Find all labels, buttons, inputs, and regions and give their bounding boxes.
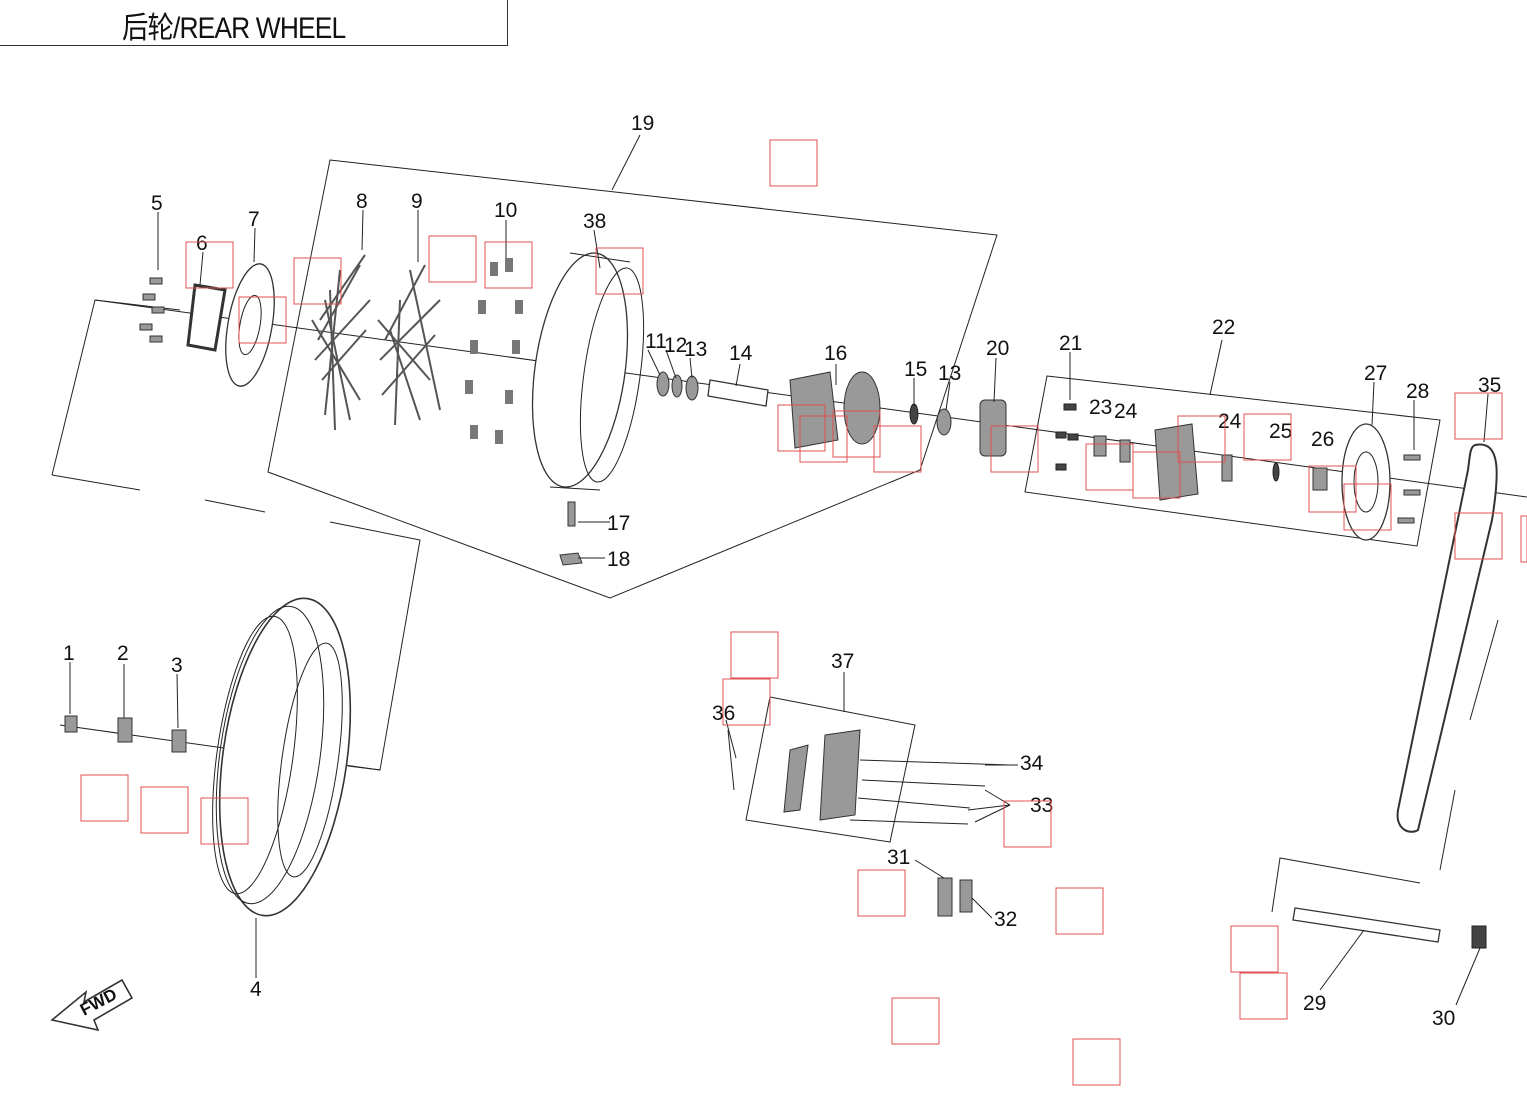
callout-14: 14	[729, 342, 753, 365]
rear-axle	[1292, 907, 1441, 943]
highlight-boxes	[80, 139, 1527, 1086]
callout-1: 1	[63, 642, 75, 665]
callout-11: 11	[645, 330, 667, 353]
caliper-group-outline	[745, 696, 916, 843]
callout-19: 19	[631, 112, 654, 135]
leader-lines	[69, 134, 1489, 1006]
callout-15: 15	[904, 358, 927, 381]
callout-12: 12	[664, 334, 687, 357]
balance-weight	[559, 552, 583, 566]
callout-38: 38	[583, 210, 606, 233]
callout-10: 10	[494, 199, 517, 222]
callout-7: 7	[248, 208, 260, 231]
callout-4: 4	[250, 978, 262, 1001]
callout-6: 6	[196, 232, 208, 255]
spacer-24b	[1221, 454, 1233, 482]
callout-13b: 13	[938, 362, 961, 385]
washer-2	[117, 717, 133, 743]
cush-drive	[979, 399, 1007, 457]
callout-18: 18	[607, 548, 630, 571]
belt-outline-b	[1439, 789, 1456, 871]
hub-16	[789, 371, 881, 449]
callout-16: 16	[824, 342, 847, 365]
sprocket-carrier	[1154, 423, 1199, 501]
page-title: 后轮/REAR WHEEL	[122, 12, 346, 45]
wheel-assembly-outline	[267, 159, 998, 599]
disc-adapter	[186, 283, 227, 352]
sprocket-hub-parts	[1055, 403, 1421, 541]
disc-bolts	[139, 277, 165, 343]
bearing-13b	[936, 408, 952, 436]
callout-5: 5	[151, 192, 163, 215]
tire-group-outline-seg	[204, 499, 266, 513]
valve-stem	[567, 501, 576, 527]
callout-37: 37	[831, 650, 854, 673]
callout-33: 33	[1030, 794, 1053, 817]
title-box: 后轮/REAR WHEEL	[0, 0, 508, 46]
callout-29: 29	[1303, 992, 1326, 1015]
seal-25	[1272, 462, 1280, 482]
callout-34: 34	[1020, 752, 1044, 775]
seal-15	[909, 403, 919, 425]
brake-caliper	[727, 729, 1011, 825]
spacer-24	[1119, 439, 1131, 463]
fwd-arrow-icon: FWD	[50, 978, 134, 1032]
callout-25: 25	[1269, 420, 1292, 443]
callout-21: 21	[1059, 332, 1082, 355]
callout-30: 30	[1432, 1007, 1455, 1030]
bearing-11	[656, 371, 670, 397]
belt-outline-a	[1469, 619, 1499, 721]
spoke-nipples	[465, 258, 523, 444]
axle-nut-30	[1471, 925, 1487, 949]
spokes-outer	[311, 254, 371, 431]
sprocket-group-outline	[1024, 375, 1441, 547]
callout-31: 31	[887, 846, 910, 869]
bushing-23	[1093, 435, 1107, 457]
callout-8: 8	[356, 190, 368, 213]
spokes-inner	[377, 264, 441, 426]
rear-sprocket	[1341, 423, 1391, 541]
collar-3	[171, 729, 187, 753]
callout-17: 17	[607, 512, 630, 535]
callout-27: 27	[1364, 362, 1387, 385]
rim	[531, 252, 645, 491]
tire-group-outline-left	[51, 474, 141, 491]
callout-36: 36	[712, 702, 735, 725]
bearing-13	[685, 375, 699, 401]
axle-nut	[64, 715, 78, 733]
callout-35: 35	[1478, 374, 1501, 397]
callout-28: 28	[1406, 380, 1429, 403]
drive-belt	[1396, 443, 1498, 833]
callout-22: 22	[1212, 316, 1235, 339]
callout-20: 20	[986, 337, 1009, 360]
brake-disc	[225, 263, 275, 387]
tire	[212, 597, 352, 917]
hub-sleeve	[707, 379, 769, 407]
caliper-bracket-bolts	[937, 877, 973, 917]
axle-group-outline	[1271, 857, 1421, 913]
brake-pads	[783, 744, 809, 813]
callout-3: 3	[171, 654, 183, 677]
callout-32: 32	[994, 908, 1017, 931]
callout-9: 9	[411, 190, 423, 213]
callout-2: 2	[117, 642, 129, 665]
callout-24a: 24	[1114, 400, 1138, 423]
bearing-26	[1312, 467, 1328, 491]
callout-26: 26	[1311, 428, 1334, 451]
tire-group-outline-top	[51, 299, 181, 476]
spacer-12	[671, 374, 683, 398]
callout-24b: 24	[1218, 410, 1242, 433]
callout-23: 23	[1089, 396, 1112, 419]
callout-13a: 13	[684, 338, 707, 361]
